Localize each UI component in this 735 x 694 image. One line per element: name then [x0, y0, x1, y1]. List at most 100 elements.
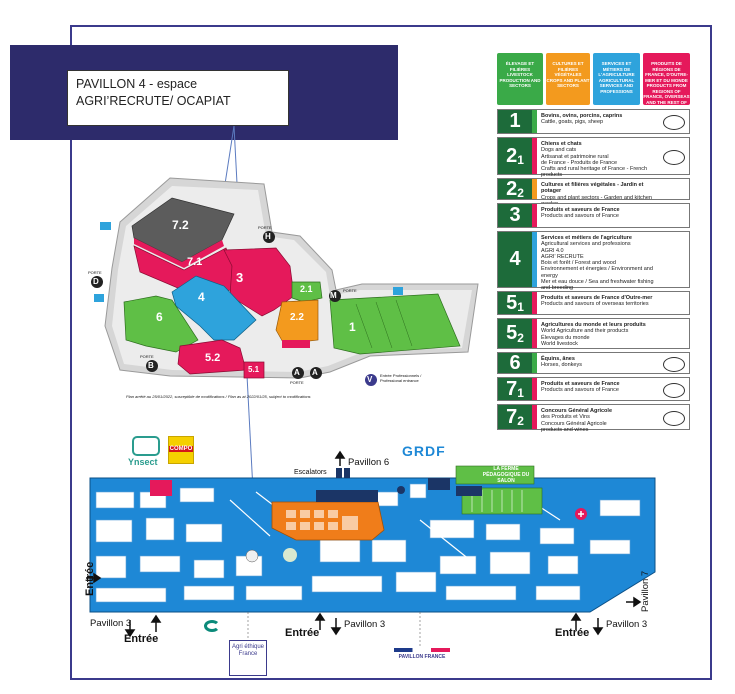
concours-badge-icon — [663, 410, 685, 426]
bank-logo-icon — [204, 620, 220, 632]
legend-color-strip — [532, 292, 537, 314]
label-5-2: 5.2 — [205, 352, 221, 364]
gate-b[interactable]: B — [148, 361, 154, 370]
pavillon-3-label-b: Pavillon 3 — [344, 619, 386, 630]
parking-marker-p1 — [393, 287, 403, 295]
map-frame — [70, 25, 712, 680]
legend-row-line: Cattle, goats, pigs, sheep — [541, 119, 604, 126]
legend-color-strip — [532, 319, 537, 348]
porte-label-b: PORTE — [140, 354, 154, 359]
grdf-logo: GRDF — [402, 443, 446, 459]
legend-row-line: Products and savours of France — [541, 387, 619, 394]
ferme-label: LA FERME PÉDAGOGIQUE DU SALON — [482, 466, 530, 484]
escalators-label: Escalators — [294, 469, 327, 476]
legend-number-sub: 1 — [517, 386, 524, 400]
parking-marker-p7 — [100, 222, 111, 230]
legend-color-strip — [532, 138, 537, 174]
legend-row-line: Produits et saveurs de France — [541, 207, 620, 213]
entree-label-c: Entrée — [555, 627, 590, 639]
legend-row-line: de France - Produits de France — [541, 159, 618, 166]
porte-label-h: PORTE — [258, 225, 272, 230]
legend-number-digit: 5 — [506, 291, 518, 314]
pavilion-4[interactable] — [171, 275, 257, 341]
legend-number-digit: 4 — [509, 248, 521, 270]
escalator-block — [316, 490, 378, 502]
pavilion-3[interactable] — [223, 247, 295, 317]
label-1: 1 — [349, 320, 356, 334]
gate-m[interactable]: M — [330, 291, 337, 300]
legend-row-line: Produits et saveurs de France — [541, 381, 620, 387]
concours-badge-icon — [663, 382, 685, 398]
legend-row-line: Concours Général Agricole — [541, 408, 613, 414]
legend-row-line: Products and savours of France — [541, 213, 619, 220]
legend-row-line: Services et métiers de l'agriculture — [541, 235, 632, 241]
label-3: 3 — [236, 270, 244, 285]
compo-logo: COMPO — [168, 436, 194, 464]
concours-badge-icon — [663, 356, 685, 372]
legend-header-crops: CULTURES ET FILIÈRES VÉGÉTALES CROPS AND… — [546, 53, 590, 105]
pavillon-3-label-a: Pavillon 3 — [90, 618, 132, 629]
legend-row-number: 4 — [498, 232, 532, 287]
stand-red-left[interactable] — [150, 480, 172, 496]
gate-d[interactable]: D — [93, 277, 99, 286]
parking-marker-p6 — [94, 294, 104, 302]
ynsect-logo-icon — [132, 436, 160, 456]
gate-a2[interactable]: A — [312, 368, 318, 377]
callout-line-2: AGRI’RECRUTE/ OCAPIAT — [76, 94, 231, 108]
legend-row-line: Cultures et filières végétales - Jardin … — [541, 182, 644, 195]
label-5-1: 5.1 — [248, 365, 260, 374]
legend-color-strip — [532, 232, 537, 287]
entree-pro-label: Entrée Professionnels / Professional ent… — [380, 373, 422, 383]
callout-line-1: PAVILLON 4 - espace — [76, 77, 198, 91]
legend-row-line: Concours Général Agricole — [541, 420, 607, 427]
legend-number-digit: 2 — [506, 144, 518, 167]
callout-box: PAVILLON 4 - espace AGRI’RECRUTE/ OCAPIA… — [67, 70, 289, 126]
pavillon-france-logo: PAVILLON FRANCE — [394, 648, 450, 666]
label-7-1: 7.1 — [187, 256, 203, 268]
entree-left-label: Entrée — [84, 561, 96, 596]
entree-label-a: Entrée — [124, 633, 159, 645]
agri-recrute-zone[interactable] — [271, 501, 385, 541]
legend-number-digit: 1 — [509, 110, 521, 132]
legend-row-number: 1 — [498, 110, 532, 133]
legend-number-sub: 2 — [517, 330, 524, 345]
legend-number-digit: 7 — [506, 405, 518, 428]
label-4: 4 — [198, 290, 205, 304]
agri-ethique-logo: Agri éthique France — [229, 640, 267, 676]
legend-row-line: products and wines — [541, 426, 589, 433]
porte-label-m: PORTE — [343, 288, 357, 293]
porte-label-d: PORTE — [88, 270, 102, 275]
pavilion-1[interactable] — [329, 293, 461, 355]
legend-row-line: Chiens et chats — [541, 141, 582, 147]
legend-row-line: Bovins, ovins, porcins, caprins — [541, 113, 623, 119]
legend-color-strip — [532, 204, 537, 227]
label-2-1: 2.1 — [300, 284, 313, 294]
gate-h[interactable]: H — [265, 232, 271, 241]
legend-row-line: Products and savours of overseas territo… — [541, 301, 649, 308]
legend-color-strip — [532, 405, 537, 429]
legend-row-number: 3 — [498, 204, 532, 227]
legend-row-line: Horses, donkeys — [541, 362, 582, 369]
legend-row-line: Mer et eau douce / Sea and freshwater fi… — [541, 279, 654, 292]
legend-row-line: Produits et saveurs de France d'Outre-me… — [541, 295, 653, 301]
pavilion-5-1[interactable] — [243, 361, 265, 379]
legend-header-services: SERVICES ET MÉTIERS DE L'AGRICULTURE AGR… — [593, 53, 640, 105]
ferme-pedagogique[interactable] — [455, 465, 535, 485]
gate-a1[interactable]: A — [294, 368, 300, 377]
legend-row-line: Équins, ânes — [541, 356, 575, 362]
legend-row-line: Dogs and cats — [541, 147, 577, 154]
gate-v[interactable]: V — [367, 375, 373, 384]
